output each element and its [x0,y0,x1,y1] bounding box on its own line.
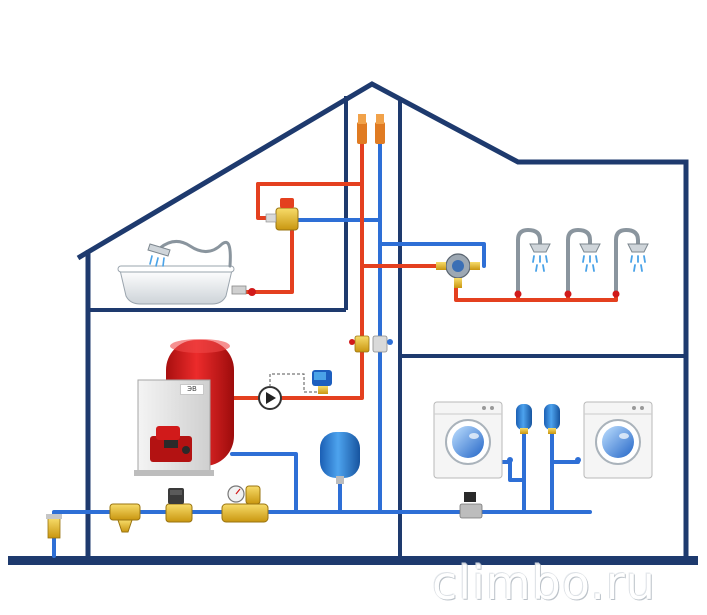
boiler-label: ЭВ [180,384,204,395]
boiler [134,379,214,476]
washing-machine-right [583,401,653,479]
solenoid-valve-icon [165,503,193,523]
house-structure [8,81,698,565]
pressure-reducer-icon [221,503,269,523]
shower-heads [514,227,649,298]
inlet-components [46,485,483,539]
pump-controller [269,370,332,394]
manifold-unit [436,253,480,288]
pressure-reducer [221,485,269,523]
cold-water-pipes [52,126,592,558]
ground-line [8,556,698,565]
bathtub-icon [119,269,233,305]
shower-head-icon [579,243,601,253]
check-valve [459,492,483,519]
tub-water-spray [149,255,165,267]
shower-head-icon [529,243,551,253]
washing-machine-left [433,401,503,479]
filter [109,503,141,533]
expansion-tank-icon [320,432,360,478]
circulation-pump [258,386,282,410]
boiler-burner [150,426,192,462]
tub-valve [248,288,256,296]
mixing-valve [265,198,299,231]
shower-hose [158,240,232,268]
house-outline [85,81,689,556]
roof-eave [76,249,90,261]
shower-2 [564,227,601,298]
inlet-valve [46,514,62,539]
riser-valves [349,335,393,353]
water-hammer-arrestors [507,404,581,463]
watermark: climbo.ru [432,556,656,610]
expansion-tank [320,432,360,484]
riser-caps [357,114,385,144]
solenoid-valve [165,488,193,523]
filter-icon [109,503,141,521]
shower-head-icon [627,243,649,253]
bathtub [117,240,256,305]
shower-1 [514,227,551,298]
shower-3 [612,227,649,298]
